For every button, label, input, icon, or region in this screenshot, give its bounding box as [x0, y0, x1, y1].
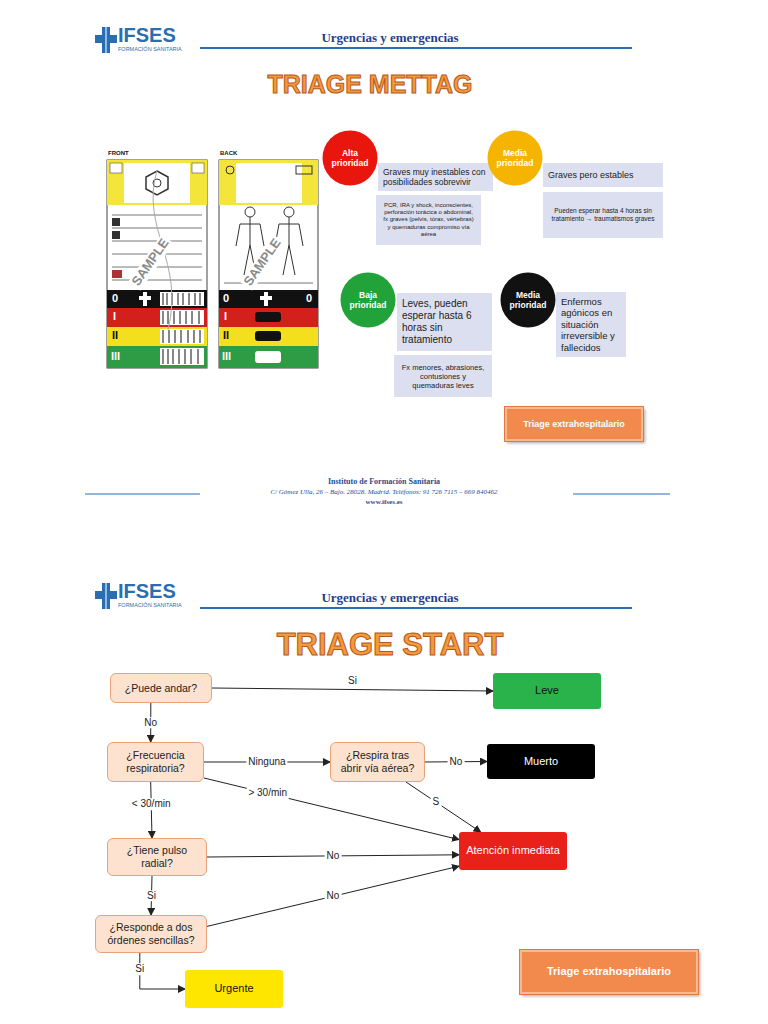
node-text: Graves muy inestables con posibilidades … — [383, 167, 488, 187]
logo-text: IFSES — [118, 24, 176, 47]
node-text: Triage extrahospitalario — [523, 419, 625, 430]
node-text: Media prioridad — [506, 290, 550, 310]
question-box: ¿Frecuencia respiratoria? — [107, 742, 204, 782]
result-box: Atención inmediata — [459, 832, 567, 870]
mettag-back-tag — [219, 160, 318, 368]
mettag-front-tag — [107, 160, 207, 368]
node-text: Atención inmediata — [466, 844, 560, 857]
result-box: Urgente — [185, 970, 283, 1008]
description-box: Graves muy inestables con posibilidades … — [378, 163, 493, 191]
priority-circle: Baja prioridad — [340, 272, 396, 328]
header-text: Urgencias y emergencias — [250, 31, 530, 46]
footer-url: www.ifses.es — [250, 498, 518, 506]
band-number: III — [111, 350, 120, 363]
tag-side-label: FRONT — [108, 150, 129, 157]
circle-fill — [488, 131, 543, 186]
question-box: ¿Tiene pulso radial? — [107, 838, 207, 876]
node-text: Urgente — [214, 982, 253, 995]
node-text: Triage extrahospitalario — [547, 965, 671, 978]
node-text: PCR, IRA y shock, inconscientes, perfora… — [381, 202, 476, 238]
node-text: Leves, pueden esperar hasta 6 horas sin … — [402, 298, 487, 346]
band-number: 0 — [223, 292, 229, 305]
connector — [212, 688, 493, 691]
page-title: TRIAGE START — [180, 627, 600, 663]
section-button: Triage extrahospitalario — [505, 407, 643, 441]
description-box: Enfermos agónicos en situación irreversi… — [556, 292, 626, 357]
connector — [406, 782, 481, 832]
edge-label: Ninguna — [246, 756, 287, 768]
header-rule — [200, 47, 632, 49]
edge-label: > 30/min — [246, 788, 289, 800]
band-number: I — [113, 310, 116, 323]
logo-cross — [95, 27, 117, 53]
question-box: ¿Respira tras abrir vía aérea? — [330, 742, 425, 782]
connector — [204, 778, 459, 840]
footer-rule — [85, 494, 200, 495]
band-number: II — [223, 329, 229, 342]
connector — [207, 866, 459, 926]
node-text: Leve — [535, 684, 559, 697]
question-box: ¿Responde a dos órdenes sencillas? — [95, 915, 207, 953]
footer-rule — [573, 494, 670, 495]
node-text: Media prioridad — [493, 148, 537, 168]
page-title: TRIAGE METTAG — [180, 70, 560, 99]
logo-text: IFSES — [118, 580, 176, 603]
node-text: Muerto — [524, 755, 558, 768]
description-box: Graves pero estables — [543, 163, 663, 187]
node-text: ¿Puede andar? — [125, 682, 197, 695]
result-box: Leve — [493, 673, 601, 709]
circle-fill — [323, 131, 378, 186]
logo-subtext: FORMACIÓN SANITARIA — [118, 602, 182, 608]
question-box: ¿Puede andar? — [110, 673, 212, 703]
header-rule — [200, 607, 632, 609]
band-number: 0 — [306, 292, 312, 305]
band-number: II — [112, 329, 118, 342]
node-text: ¿Frecuencia respiratoria? — [114, 749, 197, 774]
connector — [140, 953, 185, 989]
logo-subtext: FORMACIÓN SANITARIA — [118, 46, 182, 52]
logo-cross — [95, 583, 117, 609]
edge-label: No — [325, 850, 342, 862]
edge-label: S — [430, 796, 441, 808]
examples-box: PCR, IRA y shock, inconscientes, perfora… — [376, 195, 481, 245]
edge-label: No — [142, 717, 159, 729]
description-box: Leves, pueden esperar hasta 6 horas sin … — [397, 293, 492, 351]
priority-circle: Media prioridad — [500, 272, 556, 328]
priority-circle: Alta prioridad — [322, 130, 378, 186]
node-text: Baja prioridad — [346, 290, 390, 310]
footer-address: C/ Gómez Ulla, 26 – Bajo. 28028. Madrid.… — [150, 488, 618, 496]
examples-box: Pueden esperar hasta 4 horas sin tratami… — [543, 192, 663, 238]
band-number: I — [224, 310, 227, 323]
circle-fill — [501, 273, 556, 328]
node-text: ¿Respira tras abrir vía aérea? — [337, 749, 418, 774]
section-button: Triage extrahospitalario — [520, 950, 698, 994]
tag-side-label: BACK — [220, 150, 237, 157]
node-text: Enfermos agónicos en situación irreversi… — [561, 296, 621, 353]
circle-fill — [341, 273, 396, 328]
node-text: Pueden esperar hasta 4 horas sin tratami… — [548, 207, 658, 223]
result-box: Muerto — [487, 744, 595, 779]
edge-label: Si — [145, 890, 158, 902]
edge-label: No — [448, 756, 465, 768]
node-text: Fx menores, abrasiones, contusiones y qu… — [399, 363, 487, 390]
band-number: III — [222, 350, 231, 363]
priority-circle: Media prioridad — [487, 130, 543, 186]
node-text: ¿Tiene pulso radial? — [114, 844, 200, 869]
node-text: ¿Responde a dos órdenes sencillas? — [102, 921, 200, 946]
examples-box: Fx menores, abrasiones, contusiones y qu… — [394, 355, 492, 397]
node-text: Graves pero estables — [548, 170, 658, 181]
edge-label: No — [325, 891, 342, 903]
edge-label: Si — [133, 963, 146, 975]
node-text: Alta prioridad — [328, 148, 372, 168]
footer-text: Instituto de Formación Sanitaria — [200, 477, 568, 486]
edge-label: < 30/min — [130, 799, 173, 811]
band-number: 0 — [112, 292, 118, 305]
header-text: Urgencias y emergencias — [250, 591, 530, 606]
edge-label: Si — [346, 675, 359, 687]
